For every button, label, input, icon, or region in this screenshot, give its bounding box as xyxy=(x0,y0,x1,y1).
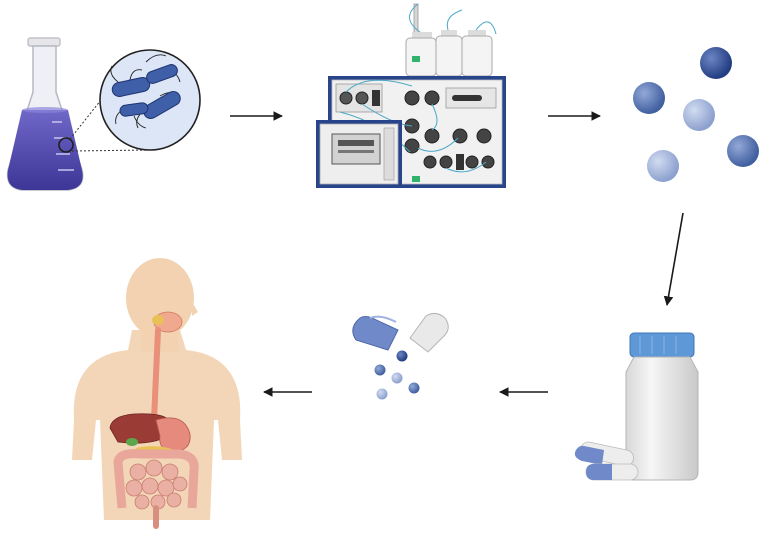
bacteria-culture-flask-icon xyxy=(6,37,201,191)
human-digestive-system-icon xyxy=(72,258,242,529)
flow-arrow xyxy=(663,212,684,306)
open-capsule-icon xyxy=(352,312,449,400)
chromatography-system-icon xyxy=(316,3,506,188)
bacterium-icon xyxy=(115,102,149,129)
bacterium-icon xyxy=(145,54,181,84)
pill-bottle-capsules-icon xyxy=(574,332,699,481)
capsule-icon xyxy=(574,441,634,467)
capsule-icon xyxy=(585,463,639,481)
purified-spheres-icon xyxy=(633,47,759,182)
